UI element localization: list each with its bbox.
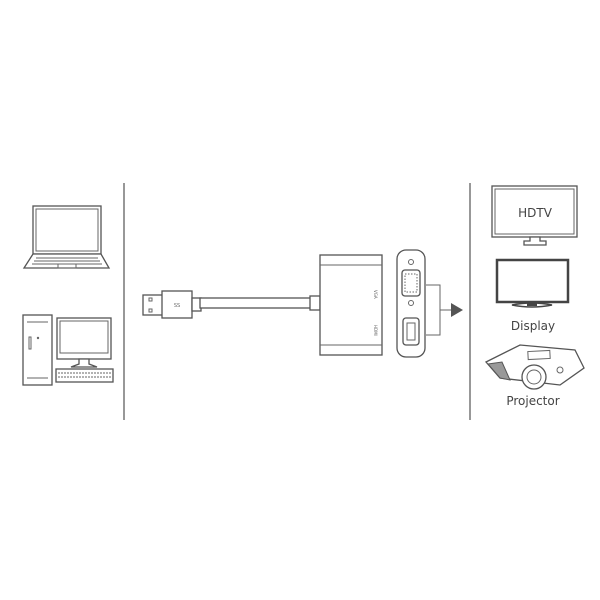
laptop-icon <box>22 205 111 269</box>
hdtv-icon: HDTV <box>491 185 578 246</box>
usb-label: SS <box>174 303 180 309</box>
hdtv-label: HDTV <box>518 206 553 220</box>
projector-icon: Projector <box>484 344 585 408</box>
display-icon: Display <box>495 258 570 333</box>
output-bracket <box>426 284 452 336</box>
port-panel <box>396 249 426 358</box>
hdmi-port-icon <box>402 317 420 346</box>
usb-plug-icon: SS <box>142 290 202 319</box>
usb-cable <box>199 297 312 309</box>
hdmi-port-label: HDMI <box>373 325 378 336</box>
arrow-right-icon <box>451 303 463 317</box>
display-label: Display <box>511 319 555 333</box>
vga-port-label: VGA <box>373 290 378 299</box>
projector-label: Projector <box>506 394 559 408</box>
desktop-computer-icon <box>22 314 114 386</box>
adapter-body: VGA HDMI <box>319 254 383 356</box>
vga-port-icon <box>401 269 421 297</box>
